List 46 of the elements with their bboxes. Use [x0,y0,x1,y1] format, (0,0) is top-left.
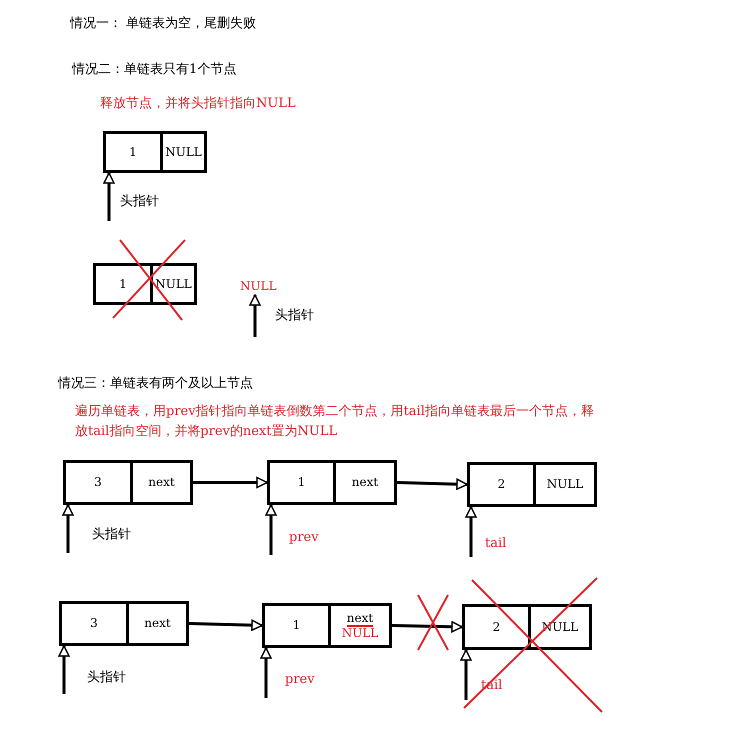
node-value: 3 [94,476,102,489]
pointer-field: NULL [546,478,584,491]
edge-label: 头指针 [273,306,316,324]
list-node [103,131,207,173]
note-text: 遍历单链表，用prev指针指向单链表倒数第二个节点，用tail指向单链表最后一个节点，释放tail指向空间，并将prev的next置为NULL [75,403,595,441]
list-node [467,462,597,507]
arrow [392,621,463,633]
arrow [460,649,472,700]
list-node [59,601,189,646]
arrow [396,478,468,490]
node-value: 3 [90,617,98,630]
node-value: 1 [292,619,300,632]
arrow [188,619,263,631]
edge-label: 头指针 [118,192,161,210]
arrow [103,172,115,221]
arrow [260,647,272,698]
list-node [267,460,397,505]
node-value: 2 [492,620,500,634]
node-value: 1 [298,476,306,489]
pointer-field: NULL [155,278,192,290]
heading-text: 情况一： 单链表为空，尾删失败 [70,15,256,32]
heading-text: 情况三：单链表有两个及以上节点 [58,375,253,392]
pointer-field: NULL [165,146,202,158]
arrow [265,504,277,555]
arrow [249,294,261,337]
edge-label: 头指针 [90,525,133,543]
arrow [465,506,477,557]
list-node [93,263,197,305]
pointer-field: next [148,476,175,489]
heading-text: 情况二：单链表只有1个节点 [72,61,236,78]
list-node [262,603,392,648]
edge-label: 头指针 [85,668,128,686]
note-text: 释放节点，并将头指针指向NULL [100,95,296,112]
pointer-field: next [352,476,378,489]
node-value: 2 [498,478,506,491]
arrow [58,645,70,694]
list-node [462,604,592,650]
pointer-field: next [144,617,171,630]
arrow [62,504,74,553]
arrow [193,476,268,488]
pointer-field: NULL [342,626,378,640]
node-value: 1 [129,146,137,158]
null-text: NULL [240,279,277,293]
node-value: 1 [119,278,127,290]
pointer-field: next [346,612,374,626]
list-node [63,460,193,505]
